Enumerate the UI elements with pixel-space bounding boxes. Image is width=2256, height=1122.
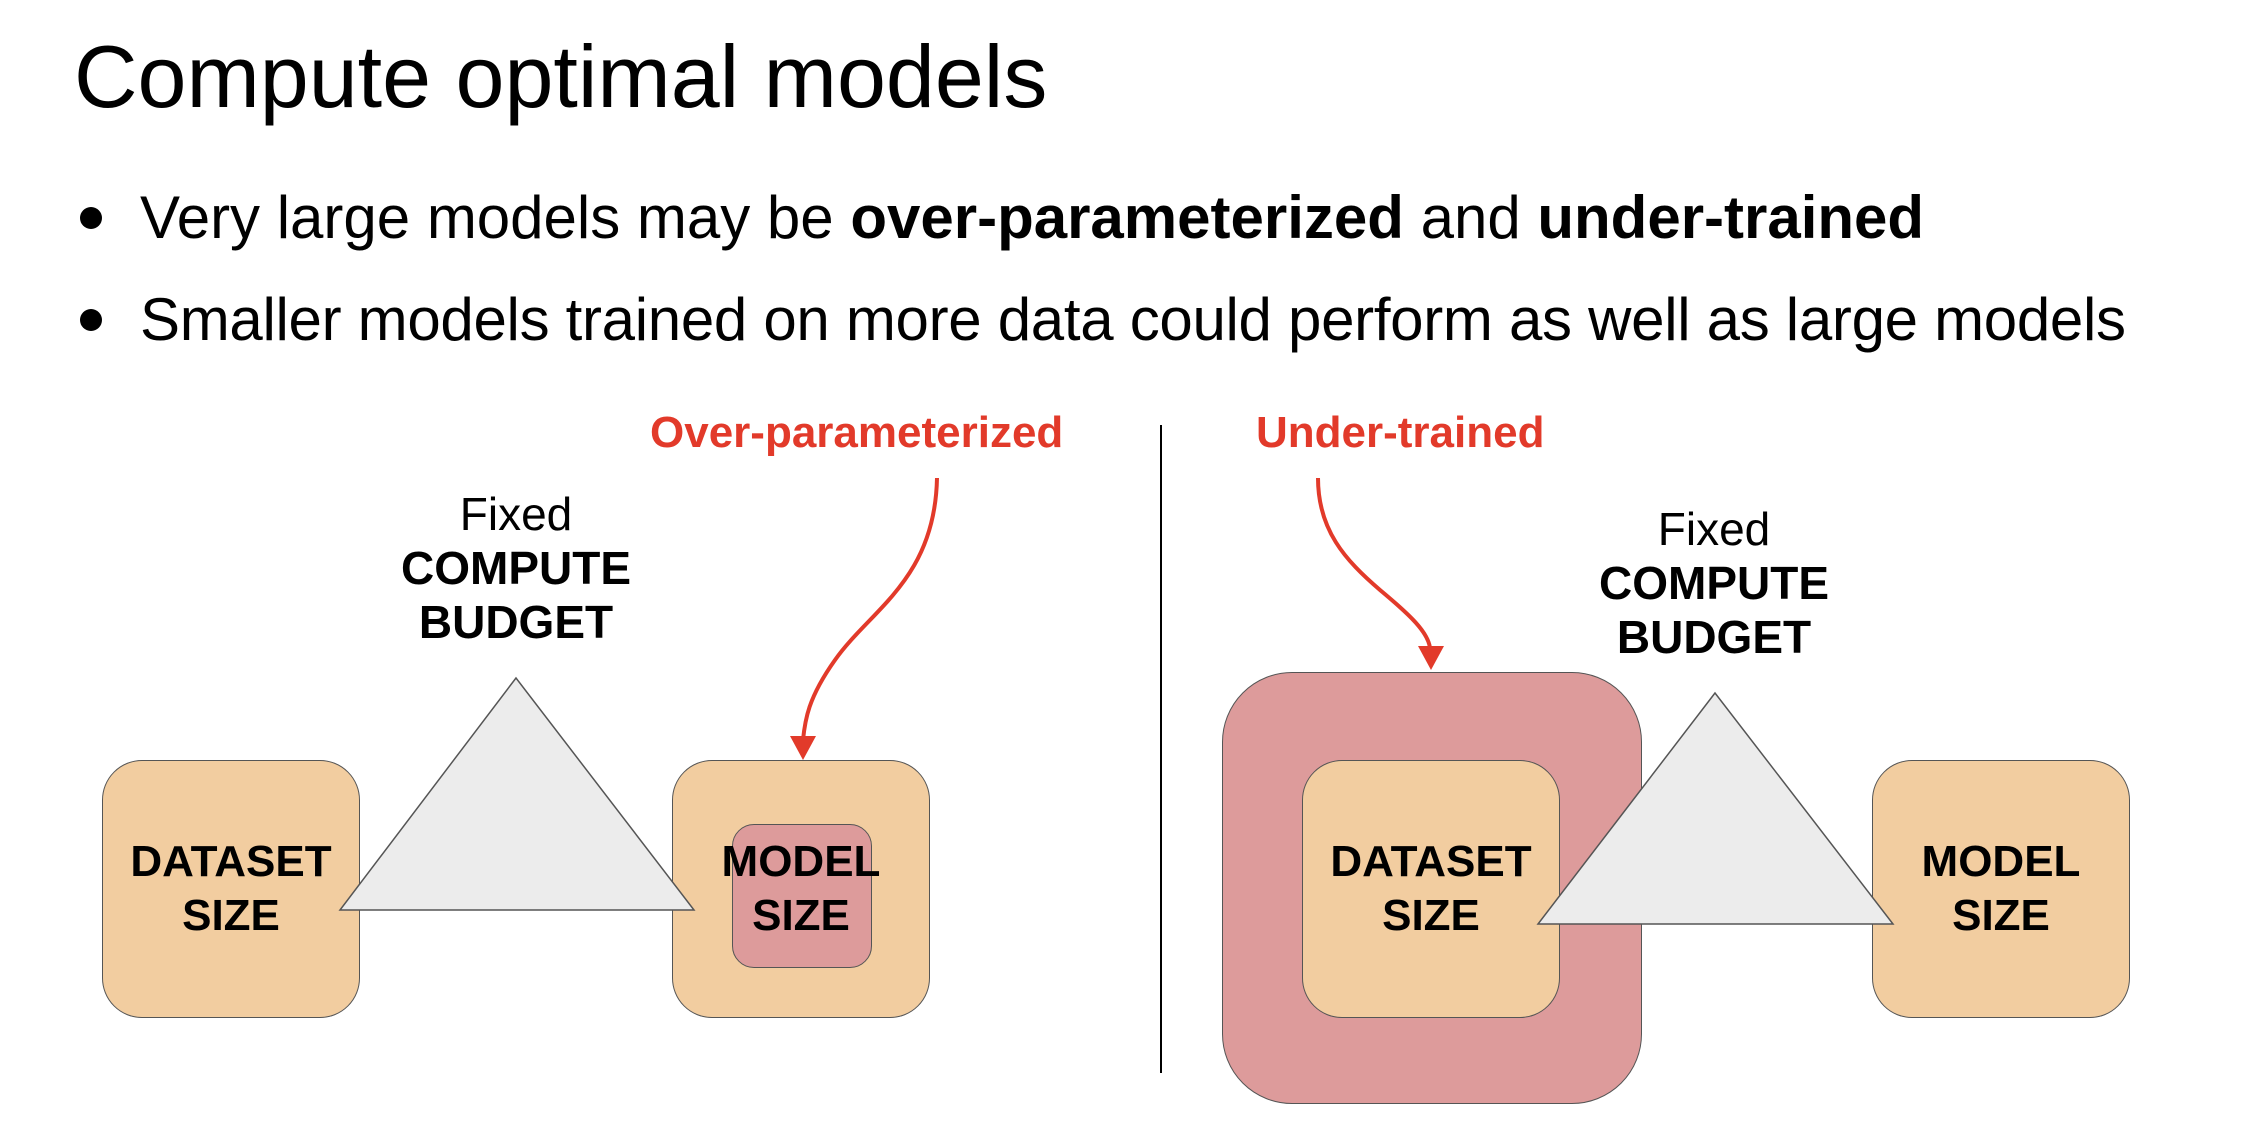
right-budget-label: Fixed COMPUTE BUDGET: [1594, 502, 1834, 664]
left-model-inner-box: [732, 824, 872, 968]
right-arrow-head: [1418, 646, 1444, 670]
bullet-1-bold-2: under-trained: [1537, 184, 1925, 251]
left-dataset-label-2: SIZE: [182, 891, 280, 940]
right-annotation-arrow: [1316, 477, 1432, 649]
over-parameterized-label: Over-parameterized: [650, 408, 1064, 457]
bullet-1: Very large models may be over-parameteri…: [80, 178, 1924, 258]
bullet-1-mid: and: [1403, 184, 1538, 251]
panel-divider: [1160, 425, 1162, 1073]
right-model-label-1: MODEL: [1921, 837, 2081, 886]
right-budget-fixed: Fixed: [1657, 503, 1771, 555]
right-dataset-label-1: DATASET: [1330, 837, 1532, 886]
bullet-1-text: Very large models may be over-parameteri…: [140, 178, 1924, 258]
bullet-2: Smaller models trained on more data coul…: [80, 280, 2126, 360]
right-dataset-label-2: SIZE: [1382, 891, 1480, 940]
left-model-label-1: MODEL: [721, 837, 881, 886]
left-budget-fixed: Fixed: [459, 488, 573, 540]
bullet-2-text: Smaller models trained on more data coul…: [140, 286, 2126, 353]
bullet-dot: [80, 207, 102, 229]
slide-title: Compute optimal models: [74, 27, 1048, 126]
right-budget-budget: BUDGET: [1616, 611, 1812, 663]
bullet-1-pre: Very large models may be: [140, 184, 851, 251]
left-budget-budget: BUDGET: [418, 596, 614, 648]
left-budget-label: Fixed COMPUTE BUDGET: [396, 487, 636, 649]
left-budget-compute: COMPUTE: [401, 542, 631, 594]
right-budget-compute: COMPUTE: [1599, 557, 1829, 609]
bullet-1-bold-1: over-parameterized: [850, 184, 1404, 251]
under-trained-label: Under-trained: [1256, 408, 1545, 457]
left-model-label-2: SIZE: [752, 891, 850, 940]
right-dataset-size-box: DATASET SIZE: [1302, 760, 1560, 1018]
left-annotation-arrow: [801, 477, 939, 741]
left-budget-triangle: [338, 676, 696, 911]
right-model-size-box: MODEL SIZE: [1872, 760, 2130, 1018]
right-budget-triangle: [1536, 691, 1895, 925]
right-model-label-2: SIZE: [1952, 891, 2050, 940]
bullet-dot: [80, 309, 102, 331]
left-dataset-size-box: DATASET SIZE: [102, 760, 360, 1018]
left-dataset-label-1: DATASET: [130, 837, 332, 886]
left-arrow-head: [790, 736, 816, 760]
left-model-label: MODEL SIZE: [672, 760, 930, 1018]
